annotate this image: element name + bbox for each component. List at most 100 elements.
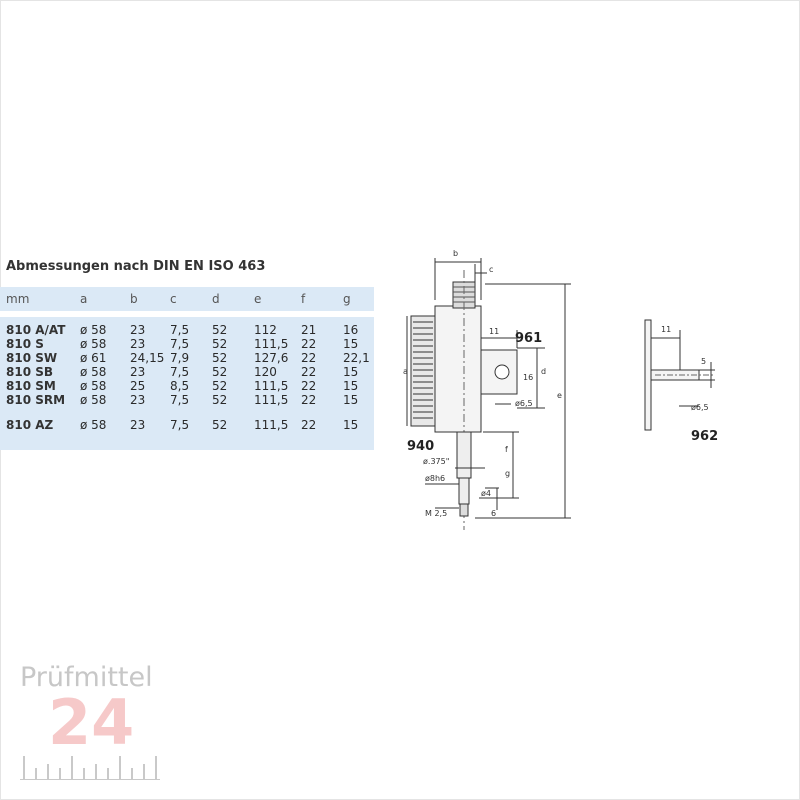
header-f: f: [301, 292, 306, 306]
dim-11b: 11: [661, 325, 671, 334]
dimension-table: mm a b c d e f g 810 A/AT ø 58 23 7,5 52 112 2…: [0, 287, 374, 450]
table-cell: 120: [254, 365, 277, 379]
table-cell: 52: [212, 337, 228, 351]
table-cell: ø 61: [80, 351, 107, 365]
table-cell: 127,6: [254, 351, 289, 365]
table-row-model: 810 A/AT: [6, 323, 66, 337]
table-cell: ø 58: [80, 418, 107, 432]
dim-g: g: [505, 469, 510, 478]
dim-d8h6: ø8h6: [425, 474, 445, 483]
part-962-plate: [644, 319, 652, 431]
table-row-model: 810 AZ: [6, 418, 54, 432]
table-cell: ø 58: [80, 393, 107, 407]
table-cell: 111,5: [254, 393, 289, 407]
table-cell: 22: [301, 365, 317, 379]
dim-d375: ø.375": [423, 457, 449, 466]
drawing-svg: b c a 11 16 d ø6,5 e f g ø.375" ø8h6 ø4 …: [403, 249, 718, 530]
table-cell: 23: [130, 418, 146, 432]
stem-lower: [458, 477, 470, 505]
dim-b: b: [453, 249, 458, 258]
table-cell: 21: [301, 323, 317, 337]
table-cell: 7,5: [170, 418, 190, 432]
part-961-label: 961: [515, 331, 542, 346]
logo-ruler: [20, 756, 160, 780]
dim-16: 16: [523, 373, 533, 382]
table-cell: 111,5: [254, 337, 289, 351]
table-cell: 22,1: [343, 351, 370, 365]
logo-text: Prüfmittel: [20, 662, 153, 693]
table-cell: 22: [301, 418, 317, 432]
table-cell: 23: [130, 337, 146, 351]
table-cell: ø 58: [80, 379, 107, 393]
dim-11: 11: [489, 327, 499, 336]
table-cell: 111,5: [254, 418, 289, 432]
dim-a: a: [403, 367, 408, 376]
table-title: Abmessungen nach DIN EN ISO 463: [6, 259, 266, 274]
dim-6: 6: [491, 509, 496, 518]
table-cell: 7,5: [170, 393, 190, 407]
table-cell: ø 58: [80, 365, 107, 379]
table-cell: 23: [130, 323, 146, 337]
table-cell: 22: [301, 379, 317, 393]
knurl-lines: [413, 321, 433, 419]
header-b: b: [130, 292, 138, 306]
table-cell: 52: [212, 323, 228, 337]
table-cell: 52: [212, 365, 228, 379]
table-cell: 22: [301, 393, 317, 407]
dim-d65b: ø6,5: [691, 403, 709, 412]
table-cell: 52: [212, 393, 228, 407]
dim-d65: ø6,5: [515, 399, 533, 408]
table-cell: 52: [212, 418, 228, 432]
table-cell: 7,5: [170, 365, 190, 379]
table-cell: 15: [343, 418, 359, 432]
table-cell: 52: [212, 379, 228, 393]
table-row-model: 810 SB: [6, 365, 54, 379]
table-cell: 15: [343, 393, 359, 407]
table-cell: 24,15: [130, 351, 165, 365]
table-row-model: 810 SM: [6, 379, 56, 393]
table-cell: 22: [301, 351, 317, 365]
header-a: a: [80, 292, 88, 306]
technical-drawing: b c a 11 16 d ø6,5 e f g ø.375" ø8h6 ø4 …: [395, 240, 795, 544]
table-cell: 8,5: [170, 379, 190, 393]
dim-e: e: [557, 391, 562, 400]
table-cell: 22: [301, 337, 317, 351]
header-c: c: [170, 292, 177, 306]
table-cell: 16: [343, 323, 359, 337]
table-cell: 23: [130, 393, 146, 407]
stem-upper: [456, 431, 472, 479]
dim-d4: ø4: [481, 489, 491, 498]
table-cell: 15: [343, 365, 359, 379]
table-row-model: 810 SRM: [6, 393, 66, 407]
header-d: d: [212, 292, 220, 306]
table-cell: 15: [343, 337, 359, 351]
dim-5: 5: [701, 357, 706, 366]
table-header-row: mm a b c d e f g: [0, 287, 374, 311]
table-body: 810 A/AT ø 58 23 7,5 52 112 21 16 810 S ø 58 23 7,5…: [0, 317, 374, 450]
logo-number: 24: [48, 686, 135, 759]
table-cell: 7,5: [170, 337, 190, 351]
table-cell: 15: [343, 379, 359, 393]
table-cell: 7,9: [170, 351, 190, 365]
table-row-model: 810 SW: [6, 351, 58, 365]
table-cell: 112: [254, 323, 277, 337]
table-cell: 7,5: [170, 323, 190, 337]
table-row-model: 810 S: [6, 337, 44, 351]
header-g: g: [343, 292, 351, 306]
dim-m25: M 2,5: [425, 509, 447, 518]
lug-hole: [494, 364, 510, 380]
dim-d: d: [541, 367, 546, 376]
dial-bezel: [410, 315, 436, 427]
part-940-label: 940: [407, 439, 434, 454]
header-mm: mm: [6, 292, 30, 306]
table-cell: 23: [130, 365, 146, 379]
contact-tip: [459, 503, 469, 517]
header-e: e: [254, 292, 262, 306]
table-cell: 111,5: [254, 379, 289, 393]
table-cell: ø 58: [80, 337, 107, 351]
dial-body: [434, 305, 482, 433]
part-962-label: 962: [691, 429, 718, 444]
table-cell: 25: [130, 379, 146, 393]
pruefmittel24-logo: Prüfmittel 24: [20, 662, 165, 782]
table-cell: ø 58: [80, 323, 107, 337]
